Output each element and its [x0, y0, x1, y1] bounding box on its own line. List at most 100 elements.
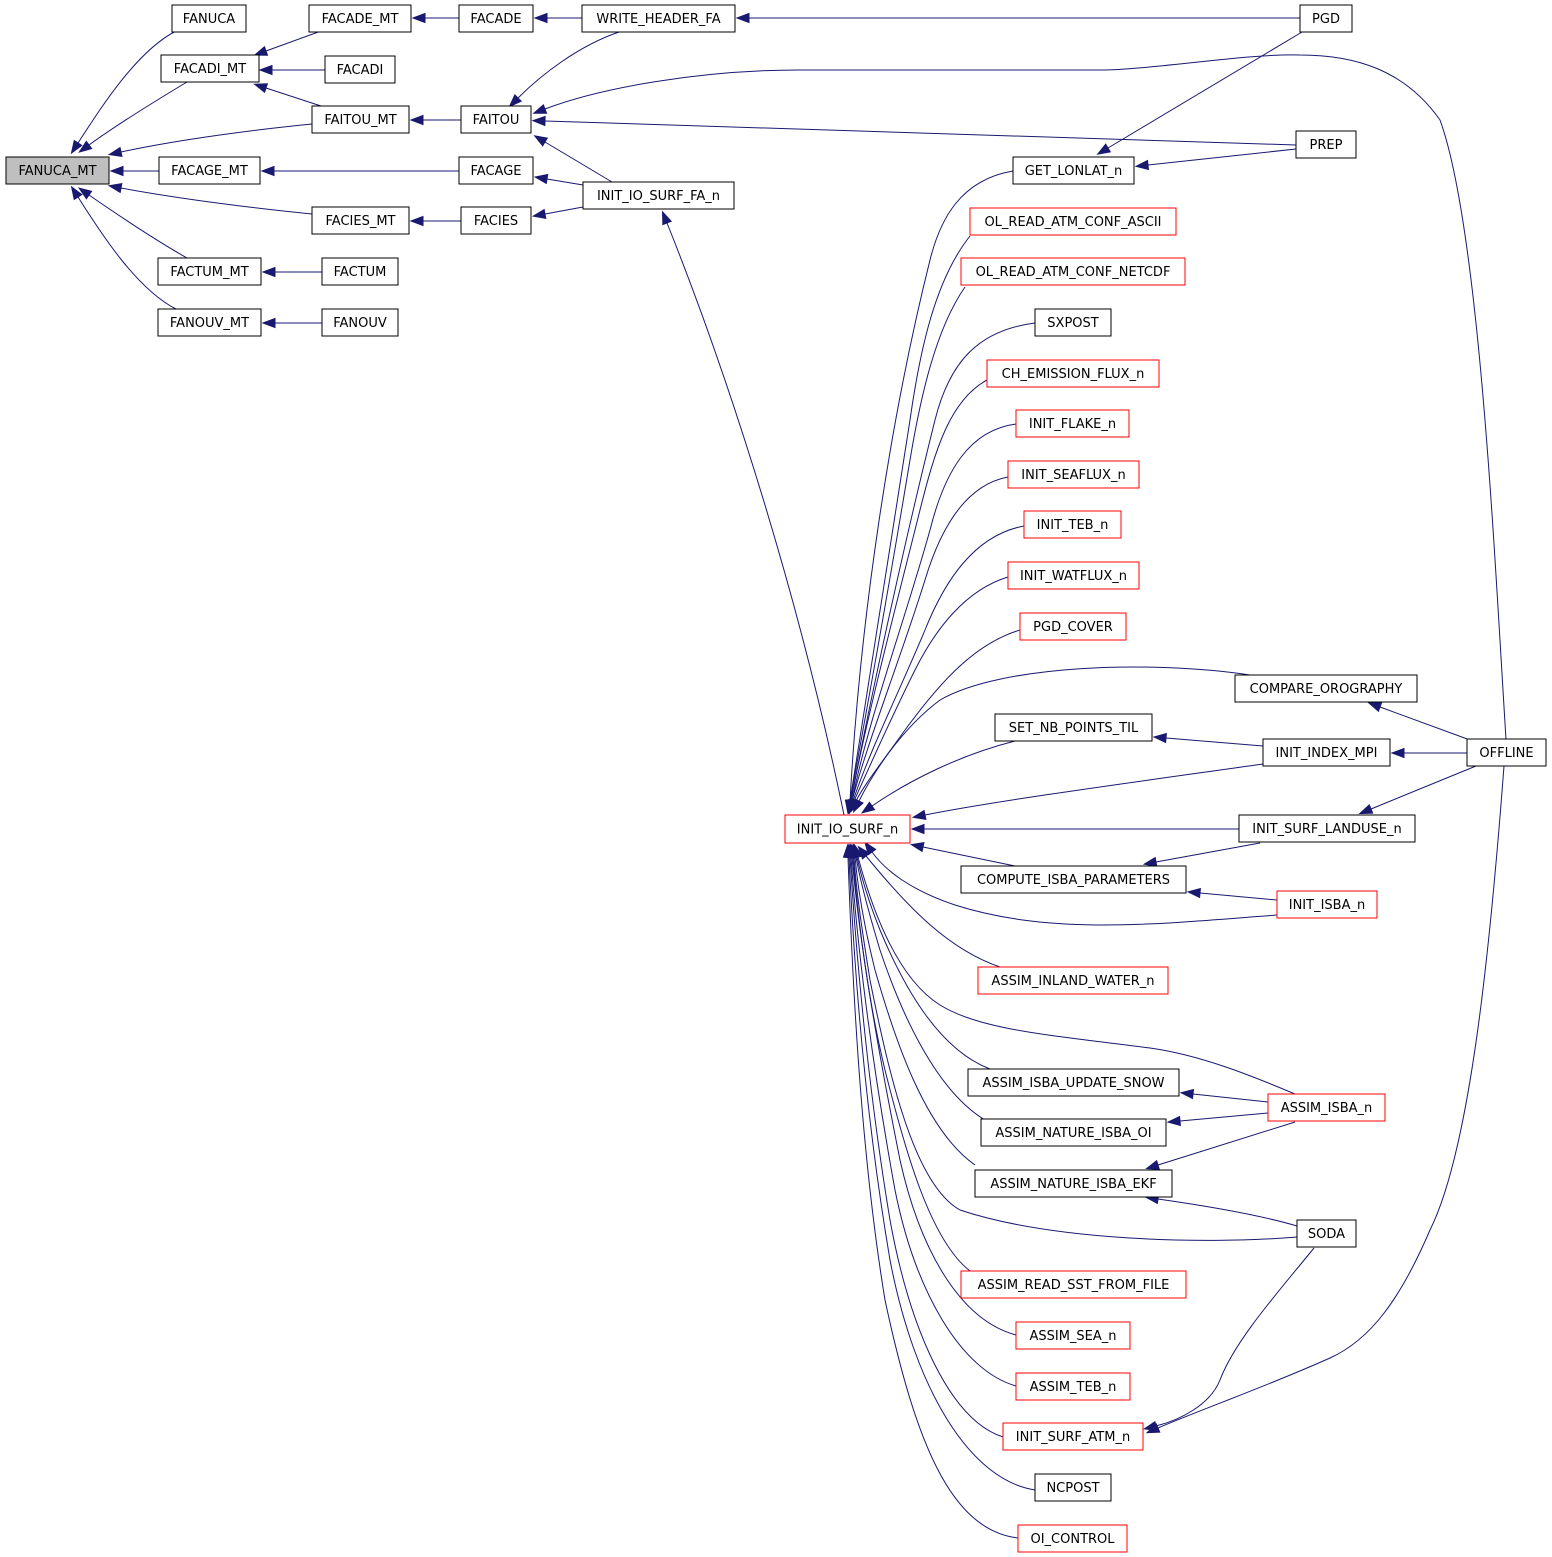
node-init-surf-atm-n[interactable]: INIT_SURF_ATM_n	[1002, 1422, 1144, 1451]
node-init-isba-n-box[interactable]	[1276, 890, 1378, 919]
node-ncpost-box[interactable]	[1034, 1473, 1112, 1502]
node-facadi[interactable]: FACADI	[324, 55, 396, 84]
node-assim-read-sst-from-file[interactable]: ASSIM_READ_SST_FROM_FILE	[960, 1270, 1187, 1299]
node-set-nb-points-til[interactable]: SET_NB_POINTS_TIL	[994, 713, 1153, 742]
node-init-io-surf-fa-n-box[interactable]	[582, 181, 735, 210]
node-ol-read-atm-conf-netcdf[interactable]: OL_READ_ATM_CONF_NETCDF	[960, 257, 1186, 286]
node-fanuca-box[interactable]	[171, 4, 247, 33]
node-facies-mt[interactable]: FACIES_MT	[311, 206, 410, 235]
node-init-index-mpi[interactable]: INIT_INDEX_MPI	[1262, 738, 1391, 767]
node-soda[interactable]: SODA	[1296, 1219, 1357, 1248]
node-assim-isba-n-box[interactable]	[1267, 1093, 1386, 1122]
node-factum[interactable]: FACTUM	[321, 257, 399, 286]
node-facade[interactable]: FACADE	[458, 4, 534, 33]
node-pgd-cover-box[interactable]	[1019, 612, 1127, 641]
node-facadi-box[interactable]	[324, 55, 396, 84]
node-init-seaflux-n[interactable]: INIT_SEAFLUX_n	[1007, 460, 1140, 489]
node-offline-box[interactable]	[1466, 738, 1547, 767]
node-factum-mt[interactable]: FACTUM_MT	[157, 257, 262, 286]
node-facage-mt[interactable]: FACAGE_MT	[158, 156, 261, 185]
node-write-header-fa-box[interactable]	[581, 4, 736, 33]
node-assim-sea-n-box[interactable]	[1015, 1321, 1131, 1350]
node-assim-read-sst-from-file-box[interactable]	[960, 1270, 1187, 1299]
node-faitou[interactable]: FAITOU	[460, 105, 532, 134]
node-facage-box[interactable]	[458, 156, 534, 185]
node-ch-emission-flux-n[interactable]: CH_EMISSION_FLUX_n	[986, 359, 1160, 388]
node-facies-box[interactable]	[460, 206, 532, 235]
node-init-flake-n[interactable]: INIT_FLAKE_n	[1015, 409, 1130, 438]
node-facadi-mt-box[interactable]	[160, 54, 260, 83]
node-fanouv-mt-box[interactable]	[157, 308, 262, 337]
node-faitou-mt[interactable]: FAITOU_MT	[311, 105, 410, 134]
node-init-teb-n-box[interactable]	[1023, 510, 1122, 539]
node-assim-isba-update-snow[interactable]: ASSIM_ISBA_UPDATE_SNOW	[967, 1068, 1180, 1097]
node-write-header-fa[interactable]: WRITE_HEADER_FA	[581, 4, 736, 33]
node-fanuca[interactable]: FANUCA	[171, 4, 247, 33]
node-init-flake-n-box[interactable]	[1015, 409, 1130, 438]
node-ol-read-atm-conf-netcdf-box[interactable]	[960, 257, 1186, 286]
node-facade-mt-box[interactable]	[308, 4, 412, 33]
node-oi-control-box[interactable]	[1017, 1524, 1128, 1553]
node-sxpost-box[interactable]	[1034, 308, 1112, 337]
node-offline[interactable]: OFFLINE	[1466, 738, 1547, 767]
node-get-lonlat-n[interactable]: GET_LONLAT_n	[1012, 156, 1135, 185]
node-init-io-surf-fa-n[interactable]: INIT_IO_SURF_FA_n	[582, 181, 735, 210]
node-soda-box[interactable]	[1296, 1219, 1357, 1248]
node-init-surf-landuse-n[interactable]: INIT_SURF_LANDUSE_n	[1238, 814, 1416, 843]
node-pgd-box[interactable]	[1299, 4, 1353, 33]
node-compare-orography-box[interactable]	[1234, 674, 1418, 703]
node-oi-control[interactable]: OI_CONTROL	[1017, 1524, 1128, 1553]
node-faitou-box[interactable]	[460, 105, 532, 134]
node-assim-inland-water-n-box[interactable]	[977, 966, 1169, 995]
node-fanuca-mt[interactable]: FANUCA_MT	[5, 156, 110, 185]
node-ol-read-atm-conf-ascii[interactable]: OL_READ_ATM_CONF_ASCII	[969, 207, 1177, 236]
node-get-lonlat-n-box[interactable]	[1012, 156, 1135, 185]
node-fanouv[interactable]: FANOUV	[321, 308, 399, 337]
node-set-nb-points-til-box[interactable]	[994, 713, 1153, 742]
node-assim-teb-n[interactable]: ASSIM_TEB_n	[1015, 1372, 1131, 1401]
node-init-isba-n[interactable]: INIT_ISBA_n	[1276, 890, 1378, 919]
node-prep-box[interactable]	[1295, 130, 1357, 159]
node-facies-mt-box[interactable]	[311, 206, 410, 235]
node-compare-orography[interactable]: COMPARE_OROGRAPHY	[1234, 674, 1418, 703]
node-init-seaflux-n-box[interactable]	[1007, 460, 1140, 489]
node-facies[interactable]: FACIES	[460, 206, 532, 235]
node-facage[interactable]: FACAGE	[458, 156, 534, 185]
node-sxpost[interactable]: SXPOST	[1034, 308, 1112, 337]
node-facade-box[interactable]	[458, 4, 534, 33]
node-init-watflux-n-box[interactable]	[1007, 561, 1140, 590]
node-assim-nature-isba-ekf-box[interactable]	[974, 1169, 1173, 1198]
node-ncpost[interactable]: NCPOST	[1034, 1473, 1112, 1502]
node-init-index-mpi-box[interactable]	[1262, 738, 1391, 767]
node-compute-isba-parameters-box[interactable]	[960, 865, 1187, 894]
node-compute-isba-parameters[interactable]: COMPUTE_ISBA_PARAMETERS	[960, 865, 1187, 894]
node-init-teb-n[interactable]: INIT_TEB_n	[1023, 510, 1122, 539]
node-facadi-mt[interactable]: FACADI_MT	[160, 54, 260, 83]
node-assim-nature-isba-oi-box[interactable]	[980, 1118, 1167, 1147]
node-assim-teb-n-box[interactable]	[1015, 1372, 1131, 1401]
node-assim-isba-update-snow-box[interactable]	[967, 1068, 1180, 1097]
node-init-io-surf-n-box[interactable]	[784, 814, 911, 844]
node-init-surf-atm-n-box[interactable]	[1002, 1422, 1144, 1451]
node-pgd[interactable]: PGD	[1299, 4, 1353, 33]
node-assim-nature-isba-oi[interactable]: ASSIM_NATURE_ISBA_OI	[980, 1118, 1167, 1147]
node-assim-nature-isba-ekf[interactable]: ASSIM_NATURE_ISBA_EKF	[974, 1169, 1173, 1198]
node-init-io-surf-n[interactable]: INIT_IO_SURF_n	[784, 814, 911, 844]
node-ch-emission-flux-n-box[interactable]	[986, 359, 1160, 388]
node-fanouv-mt[interactable]: FANOUV_MT	[157, 308, 262, 337]
node-fanouv-box[interactable]	[321, 308, 399, 337]
node-init-watflux-n[interactable]: INIT_WATFLUX_n	[1007, 561, 1140, 590]
node-fanuca-mt-box[interactable]	[5, 156, 110, 185]
node-faitou-mt-box[interactable]	[311, 105, 410, 134]
node-init-surf-landuse-n-box[interactable]	[1238, 814, 1416, 843]
node-pgd-cover[interactable]: PGD_COVER	[1019, 612, 1127, 641]
node-assim-sea-n[interactable]: ASSIM_SEA_n	[1015, 1321, 1131, 1350]
node-facage-mt-box[interactable]	[158, 156, 261, 185]
node-factum-box[interactable]	[321, 257, 399, 286]
node-factum-mt-box[interactable]	[157, 257, 262, 286]
node-facade-mt[interactable]: FACADE_MT	[308, 4, 412, 33]
node-ol-read-atm-conf-ascii-box[interactable]	[969, 207, 1177, 236]
node-prep[interactable]: PREP	[1295, 130, 1357, 159]
node-assim-inland-water-n[interactable]: ASSIM_INLAND_WATER_n	[977, 966, 1169, 995]
node-assim-isba-n[interactable]: ASSIM_ISBA_n	[1267, 1093, 1386, 1122]
